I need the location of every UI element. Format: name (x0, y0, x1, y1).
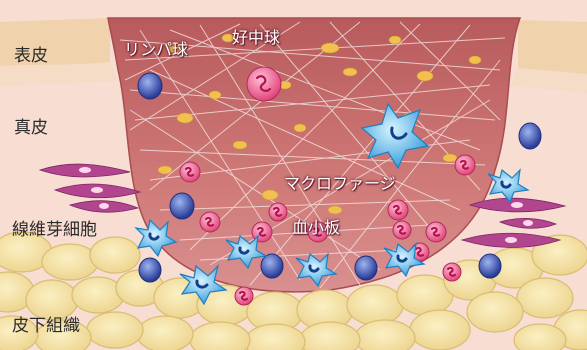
label-lymphocyte: リンパ球 (124, 42, 188, 58)
label-platelet: 血小板 (292, 220, 340, 236)
epidermis-layer-right (518, 20, 587, 74)
label-fibroblast: 線維芽細胞 (12, 222, 97, 239)
label-epidermis: 表皮 (14, 48, 48, 65)
label-subcutis: 皮下組織 (12, 318, 80, 335)
label-macrophage: マクロファージ (284, 176, 396, 192)
label-dermis: 真皮 (14, 120, 48, 137)
label-neutrophil: 好中球 (232, 30, 280, 46)
